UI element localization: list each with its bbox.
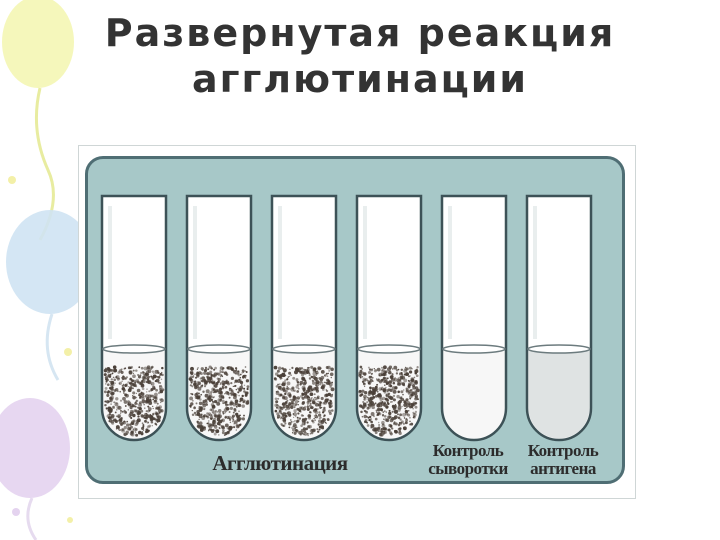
tube-sediment: [103, 365, 165, 437]
test-tube-4: [351, 194, 427, 444]
test-tube-3: [266, 194, 342, 444]
balloon-string-yellow: [34, 87, 55, 241]
test-tube-graphic: [355, 194, 423, 442]
confetti-dot: [8, 176, 16, 184]
slide-title-line-1: Развернутая реакция: [104, 11, 616, 55]
test-tube-graphic: [440, 194, 508, 442]
test-tube-6: [521, 194, 597, 444]
balloon-purple: [0, 398, 70, 498]
confetti-dot: [67, 517, 73, 523]
caption-antigen-control-line-1: Контроль: [527, 441, 599, 460]
test-tube-5: [436, 194, 512, 444]
balloon-string-blue: [45, 313, 60, 381]
tube-sediment: [188, 365, 250, 436]
caption-antigen-control-line-2: антигена: [530, 459, 596, 478]
tube-meniscus: [102, 344, 166, 354]
test-tube-panel: Агглютинация Контроль сыворотки Контроль…: [85, 156, 625, 484]
caption-serum-control-line-1: Контроль: [432, 441, 504, 460]
tube-meniscus: [272, 344, 336, 354]
tube-liquid: [443, 349, 505, 439]
test-tube-graphic: [100, 194, 168, 442]
tube-sediment: [273, 365, 335, 437]
confetti-dot: [12, 508, 20, 516]
test-tube-1: [96, 194, 172, 444]
confetti-dot: [64, 348, 72, 356]
tube-meniscus: [442, 344, 506, 354]
caption-serum-control: Контроль сыворотки: [423, 442, 513, 478]
test-tube-2: [181, 194, 257, 444]
caption-agglutination: Агглютинация: [212, 451, 348, 475]
tube-sediment: [358, 365, 420, 437]
caption-serum-control-line-2: сыворотки: [428, 459, 508, 478]
tube-meniscus: [527, 344, 591, 354]
balloon-string-purple: [26, 497, 38, 540]
test-tube-graphic: [270, 194, 338, 442]
tube-meniscus: [187, 344, 251, 354]
agglutination-figure: Агглютинация Контроль сыворотки Контроль…: [78, 145, 636, 499]
test-tube-graphic: [525, 194, 593, 442]
tube-liquid: [528, 349, 590, 439]
slide-title: Развернутая реакция агглютинации: [60, 10, 660, 102]
tube-meniscus: [357, 344, 421, 354]
slide-title-line-2: агглютинации: [191, 57, 529, 101]
test-tube-graphic: [185, 194, 253, 442]
caption-antigen-control: Контроль антигена: [518, 442, 608, 478]
